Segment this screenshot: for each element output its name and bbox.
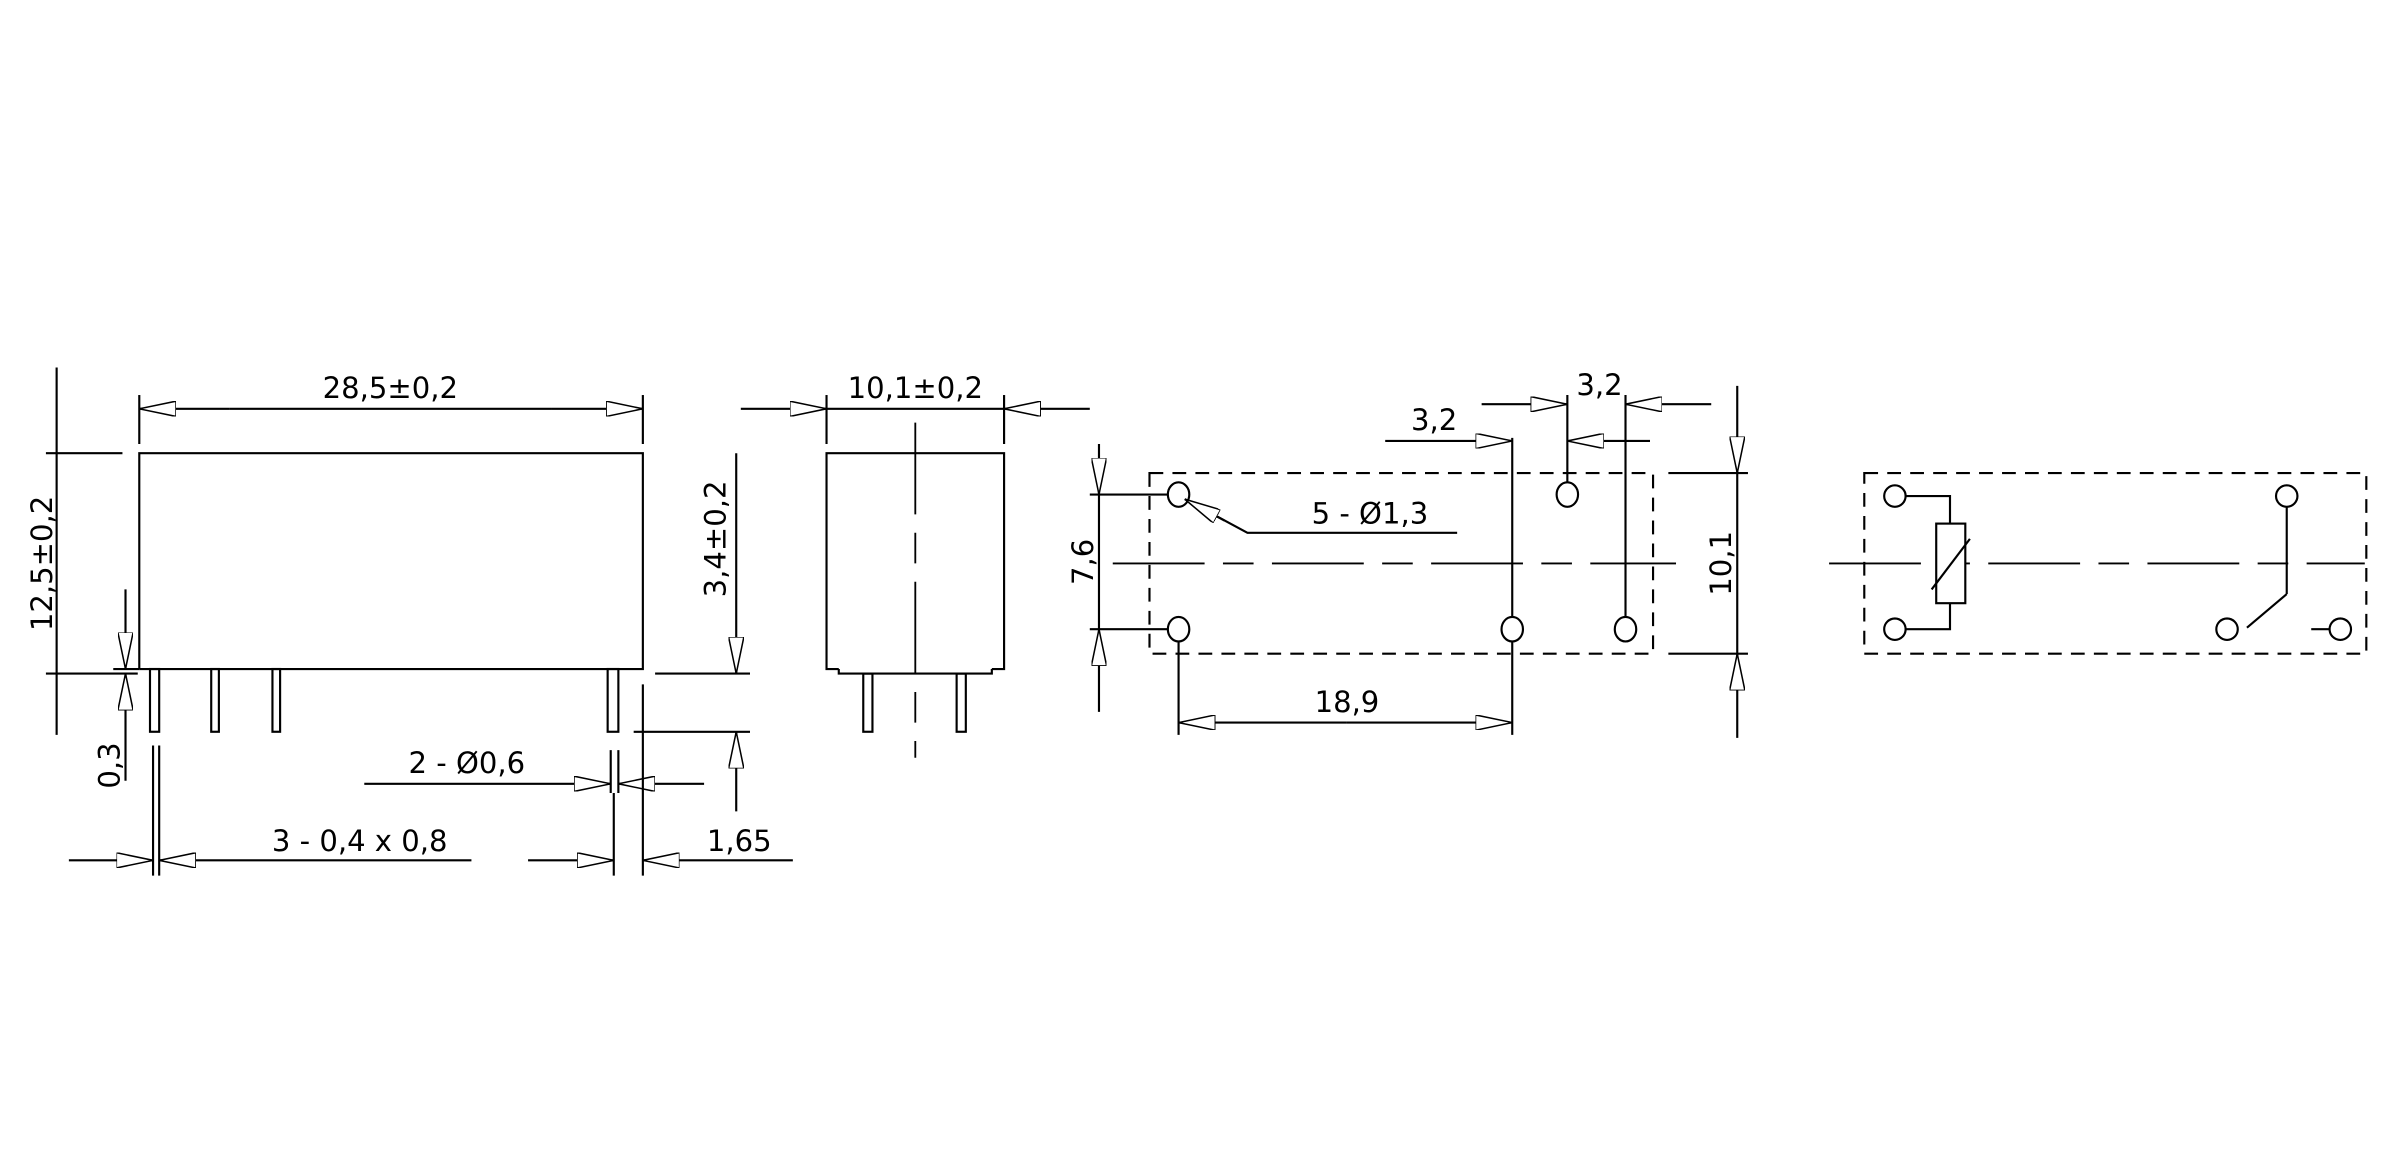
dim-height: 12,5±0,2 bbox=[25, 496, 59, 631]
dim-width: 10,1±0,2 bbox=[848, 371, 983, 405]
schematic bbox=[1829, 472, 2368, 655]
dim-standoff: 0,3 bbox=[92, 742, 126, 788]
front-view: 10,1±0,2 bbox=[740, 371, 1090, 758]
dim-holes: 5 - Ø1,3 bbox=[1312, 497, 1429, 531]
dim-pin-length: 3,4±0,2 bbox=[699, 480, 733, 597]
dim-pins-round: 2 - Ø0,6 bbox=[409, 746, 526, 780]
pcb-layout: 7,6 5 - Ø1,3 18,9 3,2 3,2 10,1 bbox=[1066, 368, 1748, 738]
dim-pitch-a: 3,2 bbox=[1411, 403, 1457, 437]
dim-pcb-width: 10,1 bbox=[1704, 531, 1738, 596]
dim-pins-rect: 3 - 0,4 x 0,8 bbox=[272, 824, 448, 858]
coil-symbol bbox=[1930, 522, 1971, 605]
pins bbox=[148, 667, 620, 733]
dim-pitch-b: 3,2 bbox=[1576, 368, 1622, 402]
dim-length: 28,5±0,2 bbox=[323, 371, 458, 405]
dim-pin-offset: 1,65 bbox=[707, 824, 772, 858]
switch-symbol bbox=[2246, 506, 2330, 631]
holes bbox=[1166, 481, 1638, 643]
dim-row-pitch: 7,6 bbox=[1066, 539, 1100, 585]
relay-body-side bbox=[138, 452, 644, 671]
dim-span: 18,9 bbox=[1315, 685, 1380, 719]
side-view: 28,5±0,2 12,5±0,2 0,3 3 - 0,4 x 0,8 2 - … bbox=[25, 367, 793, 876]
